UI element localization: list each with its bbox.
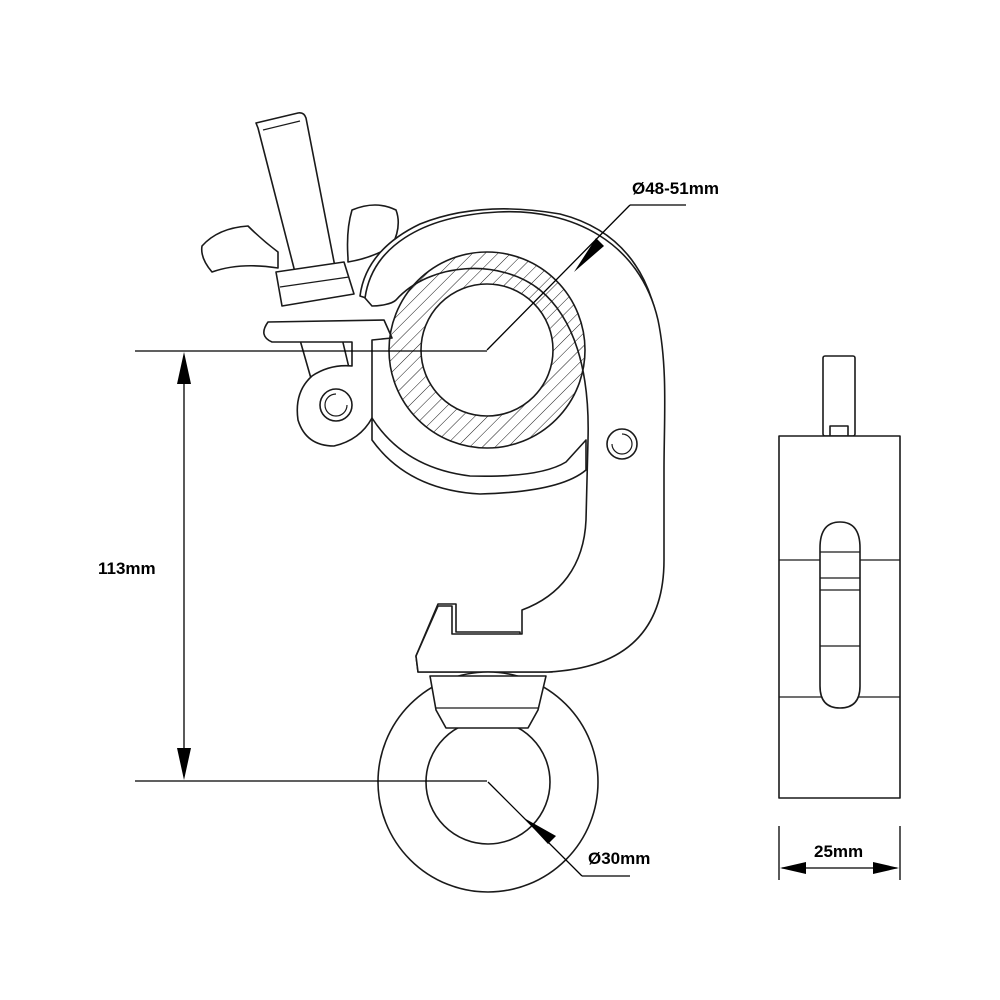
eye-diameter-arrow xyxy=(524,818,556,844)
width-arrow-right xyxy=(873,862,899,874)
dimension-width: 25mm xyxy=(778,826,901,880)
eye-neck xyxy=(429,675,547,729)
eye-diameter-label: Ø30mm xyxy=(588,849,650,868)
lower-jaw xyxy=(371,417,587,495)
locking-pin-outer xyxy=(606,428,638,460)
locking-pin-inner xyxy=(611,433,633,455)
clamp-front-view xyxy=(200,112,666,893)
dimension-tube-diameter: Ø48-51mm xyxy=(486,179,719,351)
height-arrow-top xyxy=(177,352,191,384)
wing-nut-body xyxy=(275,261,355,307)
side-bolt-collar xyxy=(829,425,849,437)
width-arrow-left xyxy=(780,862,806,874)
pivot-pin-inner xyxy=(324,393,348,417)
wing-nut-left-wing xyxy=(200,225,279,273)
height-arrow-bottom xyxy=(177,748,191,780)
clamp-side-view xyxy=(778,355,901,799)
height-label: 113mm xyxy=(98,559,156,578)
width-label: 25mm xyxy=(814,842,863,861)
dimension-height: 113mm xyxy=(98,350,487,782)
tube-diameter-label: Ø48-51mm xyxy=(632,179,719,198)
dimension-eye-diameter: Ø30mm xyxy=(487,781,650,877)
tube-diameter-arrow xyxy=(574,238,604,272)
side-bolt xyxy=(822,355,856,437)
side-slot xyxy=(819,521,861,709)
